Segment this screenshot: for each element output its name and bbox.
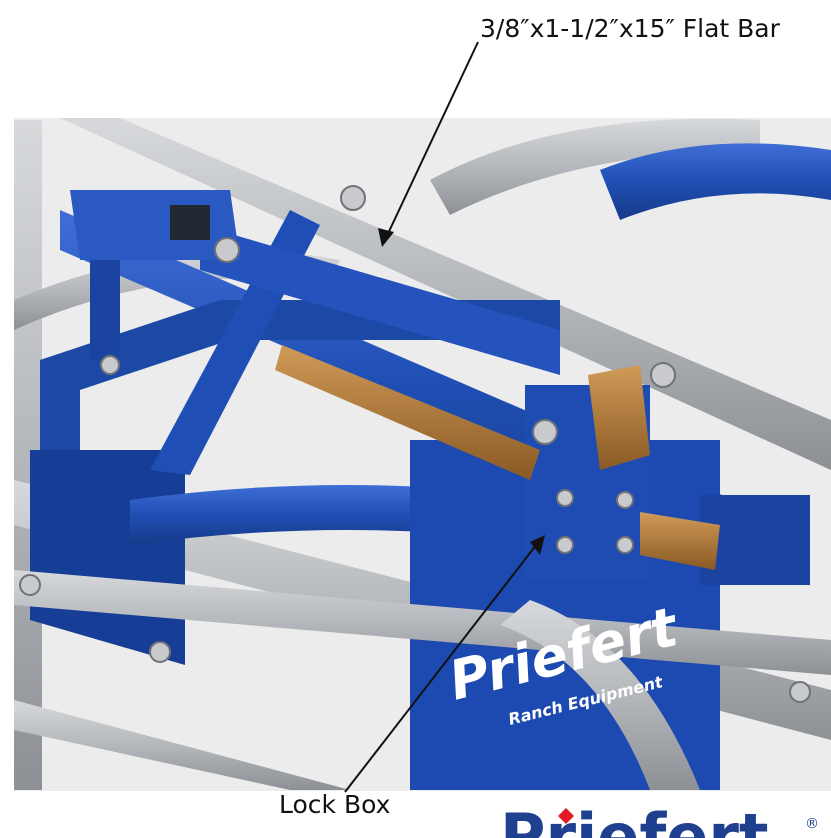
logo-wordmark: Priefert [500, 806, 769, 838]
lock-box-arrowhead [530, 535, 545, 555]
flat-bar-label: 3/8″x1-1/2″x15″ Flat Bar [480, 14, 780, 43]
logo-red-diamond-icon [558, 808, 574, 824]
lock-box-label: Lock Box [279, 790, 391, 819]
gray-rails-front [14, 570, 831, 790]
flat-bar-part [275, 345, 720, 570]
flat-bar-arrowhead [378, 228, 394, 247]
logo-registered-mark: ® [805, 816, 819, 832]
lock-box-leader-line [344, 539, 541, 793]
bolts [19, 185, 811, 703]
priefert-logo: Priefert ® [500, 806, 819, 838]
flat-bar-leader-line [384, 41, 479, 241]
